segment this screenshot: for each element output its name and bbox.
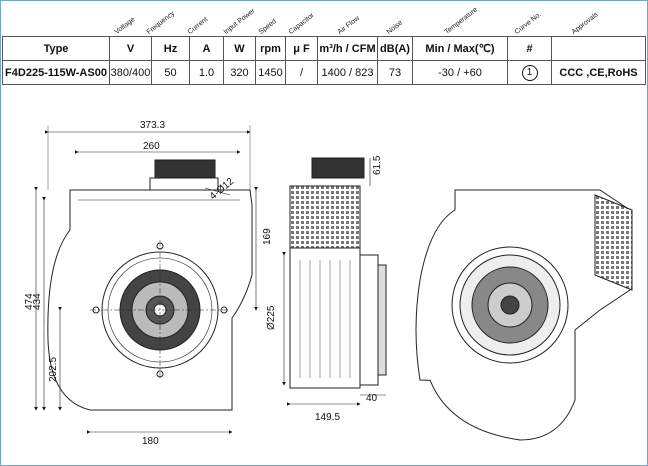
side-view: [282, 157, 387, 406]
cell-speed: 1450: [255, 60, 286, 85]
spec-table: Type V Hz A W rpm μ F m³/h / CFM dB(A) M…: [2, 36, 646, 85]
curve-number-circle: 1: [521, 64, 538, 81]
dim-base-width: 180: [142, 436, 159, 447]
col-approvals: [551, 36, 646, 61]
iso-grill: [594, 194, 633, 291]
cell-frequency: 50: [151, 60, 190, 85]
table-header-row: Type V Hz A W rpm μ F m³/h / CFM dB(A) M…: [2, 36, 646, 61]
cell-type: F4D225-115W-AS00: [2, 60, 110, 85]
col-curve-no: #: [507, 36, 552, 61]
terminal-box: [154, 159, 216, 181]
dim-height-body: 434: [32, 293, 43, 310]
outlet-grill: [289, 185, 361, 249]
cell-curve-no: 1: [507, 60, 552, 85]
dim-height-total: 474: [24, 293, 35, 310]
dim-width-overall: 373.3: [140, 120, 165, 131]
col-current: A: [189, 36, 224, 61]
cell-power: 320: [223, 60, 256, 85]
dim-height-outlet: 202.5: [48, 357, 59, 382]
col-capacitor: μ F: [285, 36, 318, 61]
col-air-flow: m³/h / CFM: [317, 36, 378, 61]
cell-air-flow: 1400 / 823: [317, 60, 378, 85]
col-voltage: V: [109, 36, 152, 61]
dim-width-inlet: 260: [143, 141, 160, 152]
col-speed: rpm: [255, 36, 286, 61]
dim-flange: 40: [366, 393, 378, 404]
cell-current: 1.0: [189, 60, 224, 85]
col-power: W: [223, 36, 256, 61]
table-row: F4D225-115W-AS00 380/400 50 1.0 320 1450…: [2, 60, 646, 85]
cell-approvals: CCC ,CE,RoHS: [551, 60, 646, 85]
dim-cap-height: 61.5: [372, 155, 383, 175]
cell-voltage: 380/400: [109, 60, 152, 85]
dim-diameter: Ø225: [266, 305, 277, 330]
side-terminal-box: [311, 157, 365, 179]
dim-depth: 149.5: [315, 412, 340, 423]
front-view: [34, 125, 258, 434]
isometric-view: [415, 189, 633, 441]
dim-height-center: 169: [262, 228, 273, 245]
